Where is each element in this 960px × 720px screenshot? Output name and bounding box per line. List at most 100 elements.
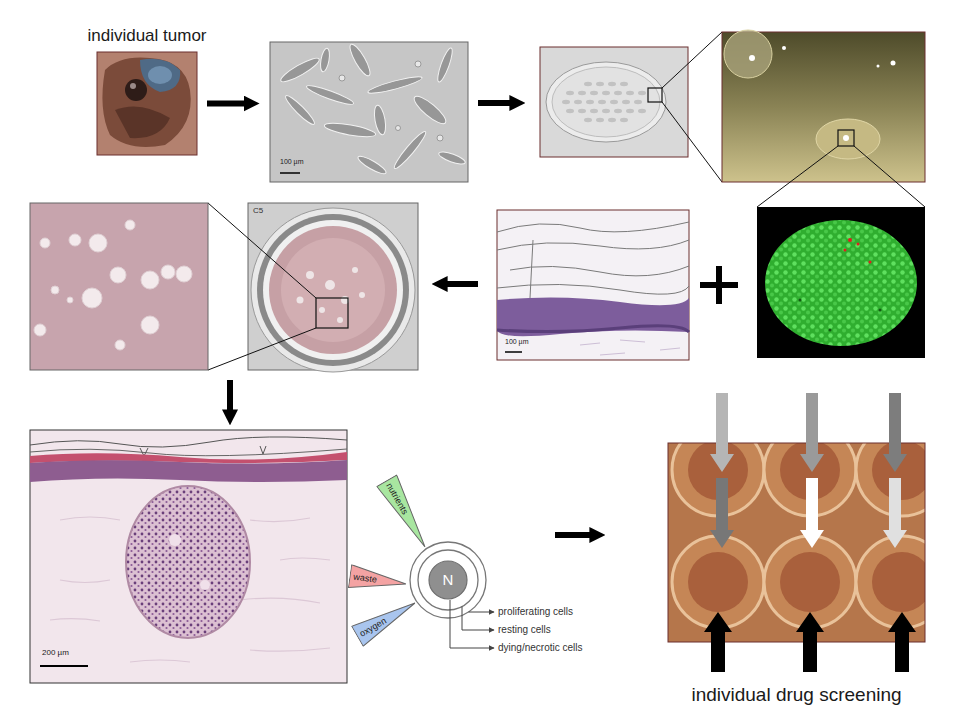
drug-plate — [883, 478, 907, 548]
supply-wedge: waste — [348, 564, 408, 596]
cell-micrograph — [347, 42, 374, 78]
wedge-shape — [348, 565, 407, 596]
drop-closeup — [722, 30, 925, 207]
core-circle: N — [428, 560, 468, 600]
drug-plate — [668, 393, 948, 672]
skin-section — [530, 240, 533, 298]
tumor-photo-panel: individual tumor — [97, 52, 197, 155]
cell-micrograph — [280, 172, 300, 174]
hanging-drop-dish — [662, 32, 722, 88]
hanging-drop-dish — [562, 100, 570, 104]
skin-section — [505, 351, 522, 353]
well-closeup — [141, 271, 159, 289]
culture-well-photo — [325, 280, 335, 290]
drop-closeup — [749, 55, 755, 61]
drug-plate — [672, 443, 925, 628]
tumor-histology — [140, 446, 266, 456]
culture-well-photo — [251, 208, 415, 372]
layer-label: dying/necrotic cells — [498, 642, 582, 654]
skin-section — [620, 340, 645, 342]
cell-micrograph — [435, 47, 455, 84]
hanging-drop-dish — [638, 109, 646, 113]
plus-sign — [700, 266, 738, 304]
tumor-histology — [130, 660, 190, 662]
drug-plate — [883, 393, 907, 472]
hanging-drop-dish — [596, 82, 604, 86]
hanging-drop-dish — [620, 82, 628, 86]
culture-well-photo — [352, 267, 358, 273]
spheroid-fluorescence — [765, 220, 917, 346]
tumor-histology — [30, 437, 347, 447]
drug-plate — [796, 612, 824, 672]
tumor-histology — [60, 517, 120, 520]
flow-arrow — [446, 281, 478, 287]
cell-micrograph — [270, 42, 468, 182]
culture-well-photo — [306, 271, 314, 279]
hanging-drop-dish — [540, 32, 722, 182]
diffusion-rings — [462, 607, 494, 631]
cell-micrograph — [356, 154, 388, 177]
spheroid-fluorescence — [857, 243, 860, 246]
diffusion-rings — [469, 612, 495, 613]
cell-micrograph — [367, 74, 423, 96]
tumor-photo — [97, 52, 197, 155]
tumor-photo — [148, 66, 172, 84]
cell-micrograph — [372, 104, 387, 135]
drug-plate — [888, 612, 916, 672]
culture-well-photo — [316, 298, 348, 328]
panel-heading: individual tumor — [87, 26, 206, 46]
hanging-drop-dish — [590, 91, 598, 95]
cell-micrograph — [396, 126, 401, 131]
drop-closeup — [757, 146, 838, 207]
plus-sign — [716, 266, 722, 304]
diffusion-rings — [418, 550, 478, 610]
spheroid-fluorescence — [844, 249, 847, 252]
drug-plate — [872, 552, 925, 612]
tumor-histology — [40, 665, 88, 667]
hanging-drop-dish — [634, 100, 642, 104]
culture-well-photo — [263, 220, 403, 360]
drug-plate — [800, 393, 824, 472]
skin-section — [497, 222, 689, 232]
cell-micrograph — [324, 121, 377, 140]
hanging-drop-dish — [622, 100, 630, 104]
culture-well-photo — [297, 267, 366, 323]
skin-section — [580, 343, 600, 345]
cell-micrograph — [339, 75, 345, 81]
well-closeup — [82, 288, 102, 308]
drug-plate — [704, 612, 732, 672]
hanging-drop-dish — [620, 118, 628, 122]
skin-section — [497, 284, 689, 294]
culture-well-photo — [337, 317, 343, 323]
well-closeup — [34, 324, 46, 336]
skin-section — [497, 326, 689, 332]
cell-micrograph — [278, 42, 466, 177]
hanging-drop-dish — [584, 82, 592, 86]
well-closeup — [125, 220, 135, 230]
hanging-drop-dish — [638, 91, 646, 95]
wedge-shape — [377, 475, 435, 553]
spheroid-fluorescence — [757, 207, 925, 358]
tumor-histology — [30, 430, 347, 683]
drug-plate — [668, 443, 925, 642]
scale-label: 200 µm — [42, 648, 69, 657]
cell-micrograph — [392, 129, 429, 171]
drop-closeup — [891, 61, 896, 66]
tumor-histology — [200, 580, 210, 590]
hanging-drop-dish — [546, 62, 666, 142]
tumor-histology — [30, 460, 347, 482]
tumor-histology — [50, 619, 100, 621]
well-closeup — [115, 340, 125, 350]
diffusion-rings — [410, 542, 494, 648]
hanging-drop-dish — [584, 118, 592, 122]
culture-well-photo — [208, 328, 316, 370]
well-label: C5 — [253, 206, 263, 215]
well-closeup — [30, 203, 208, 370]
tumor-histology — [250, 518, 310, 522]
well-closeup — [176, 266, 192, 282]
tumor-histology — [280, 558, 330, 560]
skin-section — [497, 210, 689, 360]
hanging-drop-dish — [602, 91, 610, 95]
